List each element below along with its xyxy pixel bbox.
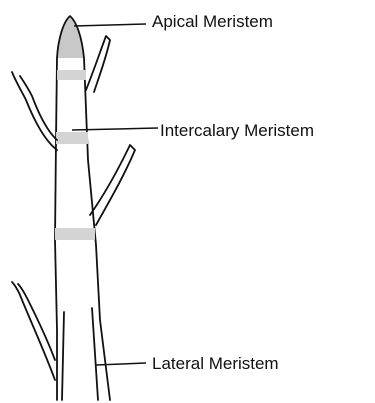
branch-left-upper: [12, 72, 57, 150]
lateral-meristem-label: Lateral Meristem: [152, 354, 279, 373]
meristem-band-upper: [57, 70, 86, 80]
apical-leader-line: [74, 24, 146, 26]
meristem-band-lower: [55, 228, 95, 240]
intercalary-meristem-label: Intercalary Meristem: [160, 121, 314, 140]
lateral-inner-line-left: [62, 312, 64, 400]
branch-right-mid: [90, 145, 135, 225]
branches: [12, 36, 135, 400]
branch-upper-right: [86, 36, 110, 92]
apical-meristem-label: Apical Meristem: [152, 12, 273, 31]
lateral-inner-line-right: [92, 308, 98, 400]
intercalary-meristem-band: [56, 132, 88, 144]
lateral-leader-line: [96, 363, 146, 365]
intercalary-leader-line: [72, 128, 158, 130]
branch-left-lower: [12, 282, 55, 380]
